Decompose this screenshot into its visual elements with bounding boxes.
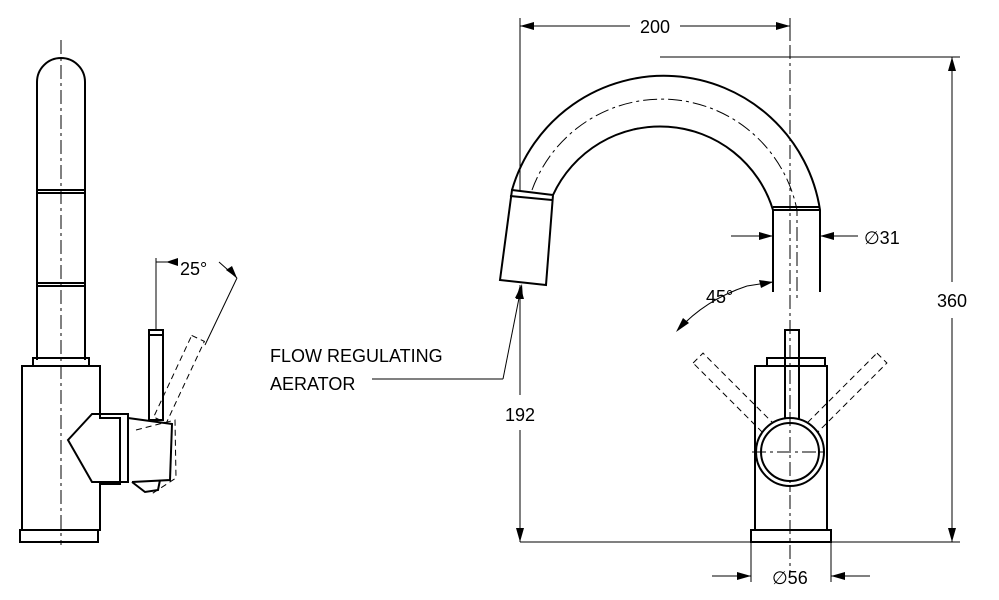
angle-45-label: 45° bbox=[706, 287, 733, 307]
front-lever-upright bbox=[784, 329, 800, 431]
side-angle-label: 25° bbox=[180, 259, 207, 279]
height-dimension-label: 360 bbox=[937, 291, 967, 311]
aerator-head bbox=[498, 188, 555, 287]
side-lever-tilted bbox=[152, 334, 206, 424]
spout-height-label: 192 bbox=[505, 405, 535, 425]
front-view: 200 360 192 ∅31 45° ∅56 bbox=[270, 17, 967, 588]
width-dimension-label: 200 bbox=[640, 17, 670, 37]
side-base bbox=[19, 529, 99, 543]
callout-line2: AERATOR bbox=[270, 374, 355, 394]
base-diameter-label: ∅56 bbox=[772, 568, 808, 588]
side-lever-upright bbox=[148, 329, 164, 421]
front-base bbox=[750, 529, 832, 543]
front-spout-inner bbox=[552, 125, 774, 292]
side-spout-tube bbox=[36, 57, 86, 360]
front-spout-outer bbox=[511, 74, 821, 292]
side-cartridge bbox=[66, 413, 129, 483]
side-view: 25° bbox=[19, 40, 238, 545]
side-body bbox=[21, 365, 121, 531]
callout-line1: FLOW REGULATING bbox=[270, 346, 443, 366]
front-collar bbox=[766, 357, 826, 367]
pipe-diameter-label: ∅31 bbox=[864, 228, 900, 248]
